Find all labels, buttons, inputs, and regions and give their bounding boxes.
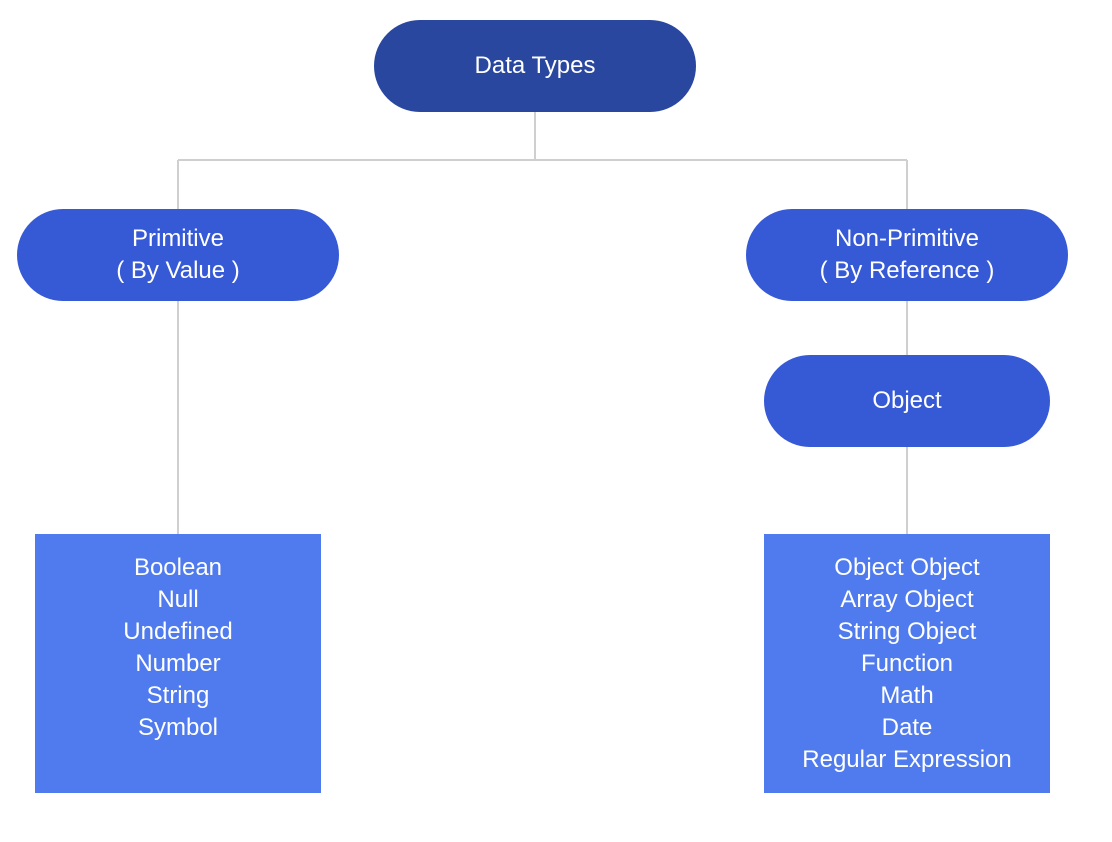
object-type-item: Array Object xyxy=(840,586,974,613)
node-primitive: Primitive ( By Value ) xyxy=(17,209,339,301)
primitive-type-item: Boolean xyxy=(133,554,223,581)
object-type-item: Regular Expression xyxy=(802,746,1012,773)
primitive-type-item: Null xyxy=(157,586,199,613)
node-data-types-label: Data Types xyxy=(474,52,596,79)
primitive-type-item: Undefined xyxy=(123,618,233,645)
primitive-type-item: Symbol xyxy=(137,714,219,741)
node-object-label: Object xyxy=(872,387,942,414)
node-non-primitive-subtitle: ( By Reference ) xyxy=(819,257,995,284)
object-type-item: Date xyxy=(881,714,933,741)
node-primitive-title: Primitive xyxy=(131,225,224,252)
object-type-item: Math xyxy=(880,682,934,709)
node-data-types: Data Types xyxy=(374,20,696,112)
node-non-primitive: Non-Primitive ( By Reference ) xyxy=(746,209,1068,301)
node-primitive-subtitle: ( By Value ) xyxy=(116,257,240,284)
primitive-type-item: Number xyxy=(135,650,221,677)
object-type-item: Object Object xyxy=(834,554,980,581)
node-object: Object xyxy=(764,355,1050,447)
primitive-type-item: String xyxy=(146,682,210,709)
object-type-item: String Object xyxy=(837,618,977,645)
node-non-primitive-title: Non-Primitive xyxy=(834,225,980,252)
object-types-box: Object Object Array Object String Object… xyxy=(764,534,1050,793)
primitive-types-box: Boolean Null Undefined Number String Sym… xyxy=(35,534,321,793)
object-type-item: Function xyxy=(860,650,954,677)
